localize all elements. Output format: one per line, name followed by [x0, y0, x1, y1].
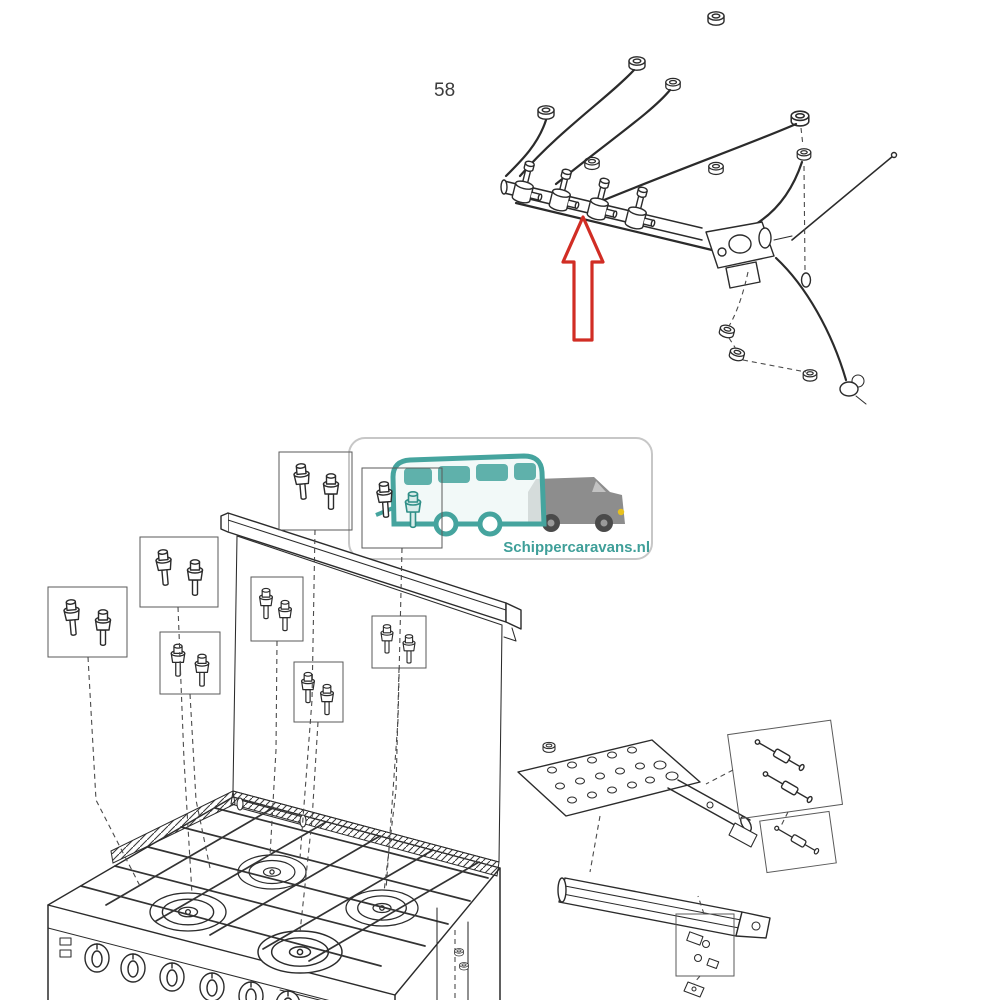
- wheel-icon: [477, 511, 503, 537]
- parts-box: [727, 719, 844, 820]
- burner-valve-icon: [585, 175, 626, 225]
- cooktop: [47, 790, 501, 996]
- injector-icon: [322, 473, 340, 510]
- gas-pipe: [504, 118, 548, 178]
- hex-nut-icon: [537, 105, 555, 120]
- hex-nut-icon: [628, 56, 646, 71]
- part-number-label: 58: [434, 80, 455, 101]
- burner-ring: [149, 892, 227, 932]
- hex-nut-icon: [454, 948, 464, 957]
- stove-body: [47, 867, 501, 1000]
- injector-icon: [292, 462, 312, 501]
- hex-nut-icon: [665, 77, 681, 92]
- window-icon: [476, 464, 508, 481]
- capillary-tube: [774, 256, 848, 382]
- control-knob: [199, 972, 225, 1000]
- thermostat-bulb-icon: [839, 381, 859, 397]
- burner-tube: [667, 779, 751, 829]
- gas-pipe: [554, 88, 672, 186]
- parts-box: [47, 586, 128, 658]
- control-knob: [120, 953, 146, 983]
- gas-valve-assembly-diagram: 58: [434, 11, 898, 405]
- pipe-fitting-icon: [727, 346, 747, 363]
- headlight-icon: [617, 508, 625, 516]
- red-arrow-marker: [561, 215, 605, 342]
- parts-box: [278, 451, 353, 531]
- burner-valve-icon: [547, 166, 588, 216]
- electrode-icon: [760, 768, 815, 805]
- gas-pipes: [504, 68, 804, 226]
- burner-bracket-plate: [517, 739, 758, 873]
- hex-nut-icon: [796, 148, 812, 161]
- electrode-icon: [772, 823, 821, 856]
- injector-icon: [94, 609, 112, 646]
- hex-nut-icon: [707, 11, 725, 26]
- bracket-part: [686, 931, 704, 946]
- parts-box: [293, 661, 344, 723]
- watermark-text: Schippercaravans.nl: [503, 539, 650, 556]
- window-icon: [438, 466, 470, 483]
- parts-box: [675, 913, 735, 977]
- stove-exploded-diagram: [47, 451, 844, 1000]
- lid-top-rail: [220, 512, 522, 642]
- leader-lines: [87, 529, 403, 933]
- burner-valve-icon: [510, 158, 551, 208]
- watermark: Schippercaravans.nl: [348, 437, 653, 560]
- parts-box: [159, 631, 221, 695]
- window-icon: [404, 468, 432, 485]
- regulator-block: [705, 221, 812, 289]
- burner-valve-icon: [623, 184, 664, 234]
- back-left-rail-hatched: [110, 790, 236, 864]
- window-icon: [514, 463, 536, 480]
- oven-burner-assembly: [557, 877, 771, 998]
- assembly-guides: [728, 127, 807, 373]
- parts-box: [759, 810, 837, 874]
- control-knob: [159, 962, 185, 992]
- control-knob: [238, 981, 264, 1000]
- support-rod: [791, 155, 894, 241]
- injector-icon: [194, 653, 210, 687]
- caravan-icon: [375, 453, 547, 537]
- electrode-icon: [752, 736, 807, 773]
- hex-nut-icon: [790, 110, 810, 127]
- hex-nut-icon: [459, 962, 469, 971]
- parts-box: [139, 536, 219, 608]
- grommet-icon: [800, 272, 812, 288]
- gas-pipe: [754, 160, 804, 226]
- injector-icon: [154, 548, 174, 587]
- gas-pipe: [518, 68, 636, 178]
- wheel-icon: [433, 511, 459, 537]
- pan-support-grate: [80, 807, 489, 967]
- injector-icon: [186, 559, 204, 596]
- gas-pipe: [602, 122, 798, 202]
- standoff-icon: [542, 741, 556, 753]
- control-knob: [84, 943, 110, 973]
- hex-nut-icon: [708, 161, 724, 176]
- pipe-fitting-icon: [717, 323, 737, 340]
- burner-ring: [345, 889, 419, 927]
- indicator-window: [59, 949, 72, 958]
- bracket-part: [706, 957, 720, 969]
- indicator-window: [59, 937, 72, 946]
- plate-holes: [546, 746, 679, 804]
- van-icon: [528, 477, 625, 532]
- rods-and-bulb: [774, 151, 898, 405]
- injector-icon: [170, 643, 186, 677]
- manifold-valves: [510, 158, 664, 234]
- igniter-parts: [705, 719, 844, 874]
- injector-icon: [62, 598, 82, 637]
